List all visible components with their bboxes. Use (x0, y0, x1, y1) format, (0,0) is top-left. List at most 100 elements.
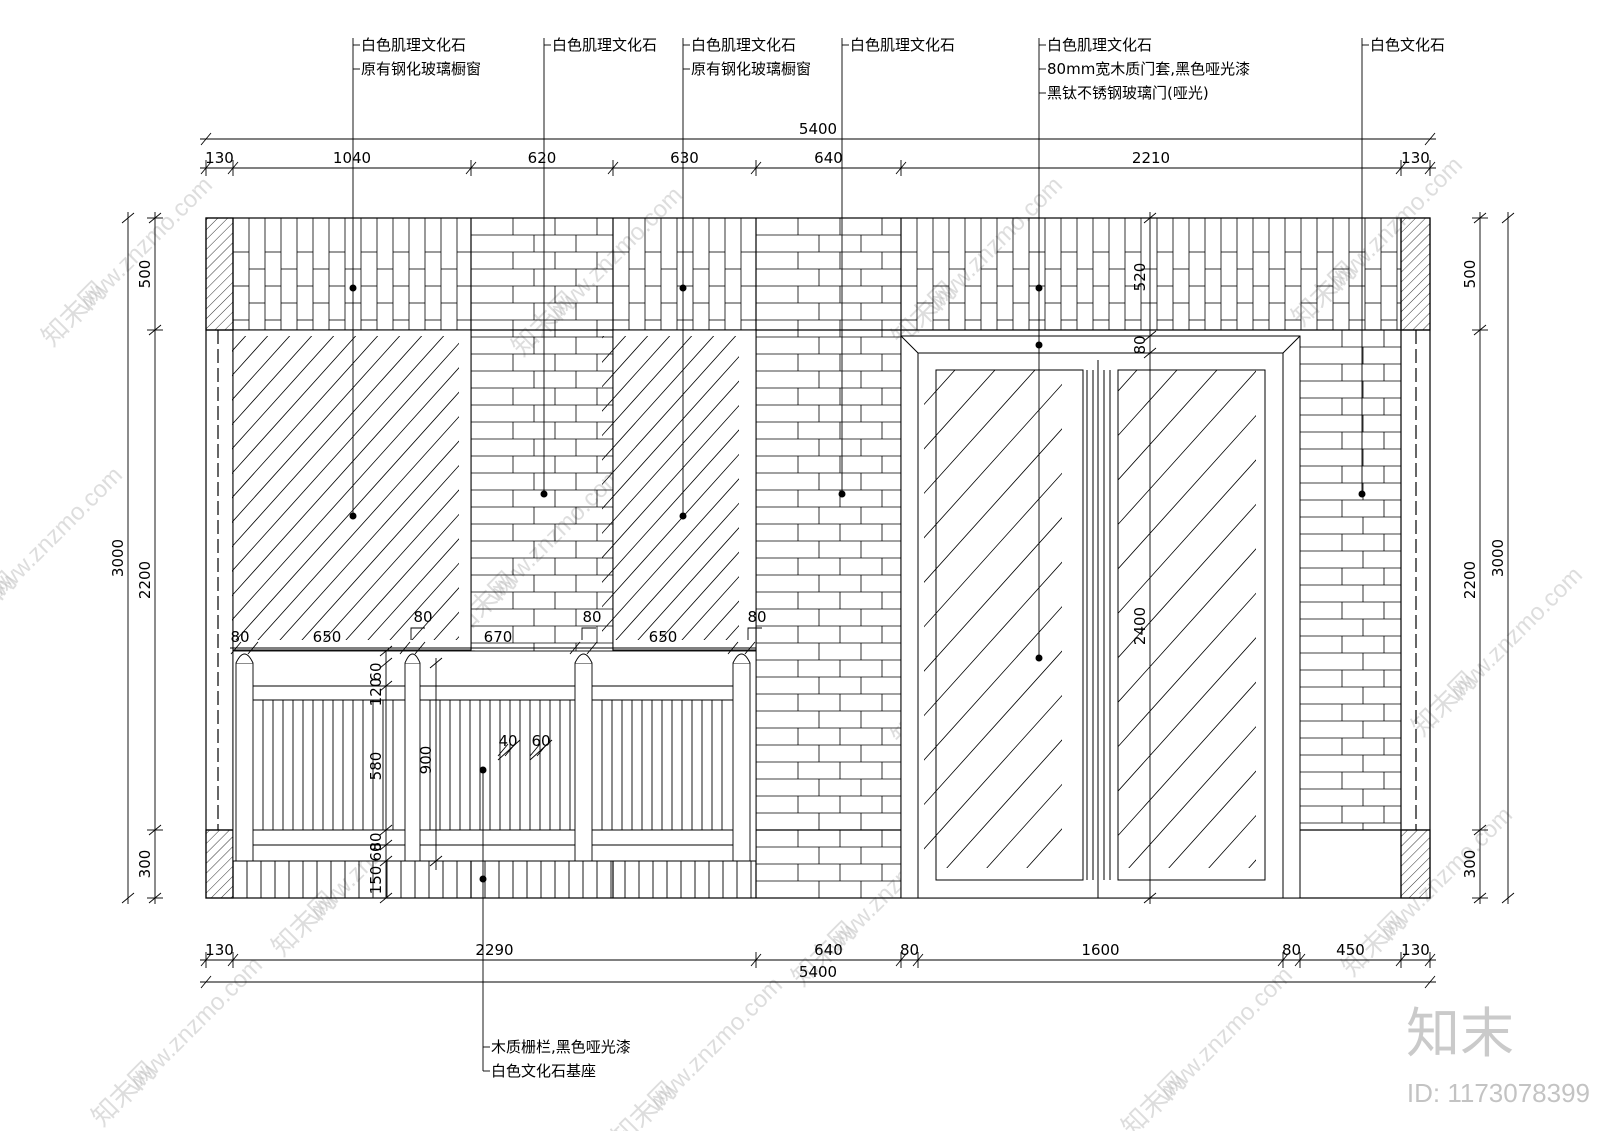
dim-tick (379, 839, 393, 851)
callout-text: 原有钢化玻璃橱窗 (691, 60, 811, 78)
glass-hatch (1128, 726, 1256, 868)
leader-dot (1358, 490, 1366, 498)
leader-dot (479, 875, 487, 883)
fence-post (732, 662, 751, 862)
watermark-logo: 知末 (1406, 1004, 1514, 1064)
watermark-brand: 知末网 (265, 885, 341, 961)
dim-tick (121, 892, 135, 904)
glass-hatch (301, 464, 459, 640)
glass-hatch (1118, 370, 1218, 481)
glass-hatch (924, 694, 1062, 850)
glass-hatch (232, 367, 459, 621)
dim-label: 1600 (1081, 941, 1119, 959)
base-outline (232, 860, 757, 899)
glass-hatch (924, 606, 1062, 761)
callout-text: 原有钢化玻璃橱窗 (361, 60, 481, 78)
glass-hatch (924, 370, 1036, 494)
dim-label: 80 (582, 608, 601, 626)
glass-hatch (367, 538, 459, 640)
leader-dot (679, 284, 687, 292)
dim-tick (121, 212, 135, 224)
glass-hatch (279, 440, 459, 640)
watermark-brand: 知末网 (1115, 1065, 1191, 1131)
dim-label: 520 (1131, 263, 1149, 292)
shop-window-left (232, 329, 472, 651)
wood-fence (232, 650, 757, 862)
callout-text: 白色文化石基座 (491, 1062, 596, 1080)
dim-label: 3000 (1489, 539, 1507, 577)
glass-hatch (1576, 370, 1600, 880)
dim-label: 3000 (109, 539, 127, 577)
glass-hatch (1536, 370, 1600, 880)
leader-dot (540, 490, 548, 498)
dim-label: 1040 (333, 149, 371, 167)
fence-post-cap (235, 653, 254, 664)
dim-tick (429, 657, 443, 669)
glass-hatch (1118, 681, 1256, 837)
glass-door (900, 335, 1600, 899)
glass-hatch (946, 739, 1062, 868)
dim-label: 80 (747, 608, 766, 626)
leader-dot (349, 512, 357, 520)
callout-text: 白色肌理文化石 (552, 36, 657, 54)
dim-tick (1143, 892, 1157, 904)
glass-hatch (602, 380, 739, 534)
glass-hatch (232, 336, 313, 426)
glass-hatch (323, 489, 459, 640)
dim-label: 2290 (475, 941, 513, 959)
callout-leaders (349, 38, 1369, 1072)
glass-hatch (1168, 770, 1256, 868)
dim-tick (379, 680, 393, 692)
dim-label: 60 (531, 732, 550, 750)
dim-label: 2200 (1461, 561, 1479, 599)
glass-hatch (1118, 548, 1256, 703)
dim-label: 5400 (799, 963, 837, 981)
glass-hatch (232, 336, 335, 450)
stone-base (232, 860, 757, 899)
leader-dot (349, 284, 357, 292)
dim-tick (247, 641, 259, 655)
dim-label: 120 (367, 678, 385, 707)
glass-hatch (1336, 370, 1600, 880)
dim-tick (1143, 330, 1157, 342)
dim-tick (744, 641, 756, 655)
dim-tick (230, 641, 242, 655)
dim-tick (504, 743, 516, 757)
dim-tick (586, 641, 598, 655)
glass-hatch (1278, 370, 1600, 880)
dim-tick (200, 132, 212, 146)
glass-hatch (1118, 414, 1256, 570)
leader-dot (1035, 654, 1043, 662)
callout-text: 白色肌理文化石 (361, 36, 466, 54)
glass-hatch (257, 416, 459, 640)
glass-hatch (389, 562, 459, 640)
fence-post-cap (404, 653, 421, 664)
dim-leader (581, 627, 596, 640)
glass-hatch (1318, 370, 1600, 880)
glass-hatch (232, 336, 357, 474)
dim-tick (200, 975, 212, 989)
dim-label: 500 (1461, 260, 1479, 289)
dim-tick (379, 645, 393, 657)
glass-hatch (1118, 503, 1256, 659)
dim-tick (379, 824, 393, 836)
dim-tick (536, 743, 548, 757)
glass-hatch (345, 513, 459, 640)
glass-hatch (924, 383, 1062, 539)
glass-hatch (232, 336, 379, 499)
dim-label: 630 (670, 149, 699, 167)
watermark-brand: 知末网 (35, 275, 111, 351)
callout-text: 白色肌理文化石 (691, 36, 796, 54)
dim-label: 580 (367, 752, 385, 781)
glass-hatch (232, 342, 459, 597)
dim-tick (569, 641, 581, 655)
glass-hatch (924, 472, 1062, 628)
door-glass-left (924, 370, 1600, 880)
callout-notes: 白色肌理文化石原有钢化玻璃橱窗白色肌理文化石白色肌理文化石原有钢化玻璃橱窗白色肌… (361, 36, 1445, 1080)
dim-label: 670 (484, 628, 513, 646)
dim-label: 300 (136, 850, 154, 879)
dim-tick (399, 641, 411, 655)
